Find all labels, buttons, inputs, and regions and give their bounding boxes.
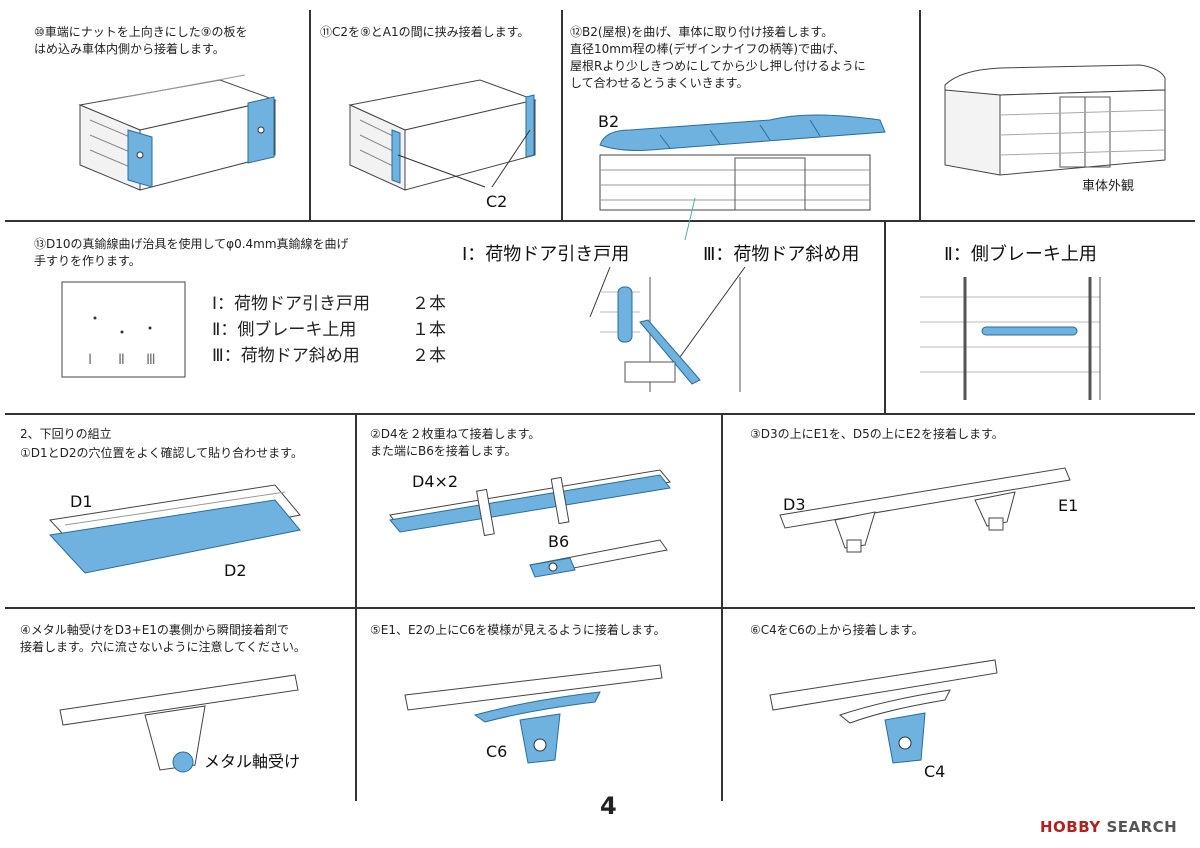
underframe-step-6-text: ⑥C4をC6の上から接着します。 [750,623,924,637]
part-qty: ２本 [412,346,446,366]
jig-mark-3: Ⅲ [146,352,156,368]
divider-row1 [5,220,1195,222]
divider-r1b [561,10,563,220]
handrail-door-illustration [589,266,746,392]
underframe-step-2-illustration [389,469,671,578]
label-b6: B6 [548,532,570,551]
divider-row2 [5,413,1195,415]
divider-r3b [721,415,723,607]
jig-mark-1: Ⅰ [88,352,93,368]
label-b2: B2 [598,112,620,131]
jig-mark-2: Ⅱ [118,352,125,368]
underframe-title: 2、下回りの組立 [20,427,112,441]
part-name: Ⅲ：荷物ドア斜め用 [212,346,360,366]
underframe-step-3-illustration [779,467,1071,553]
label-c2: C2 [486,192,508,211]
step-10-illustration [78,74,277,191]
label-d2: D2 [224,561,247,580]
part-name: Ⅱ：側ブレーキ上用 [212,320,357,340]
part-qty: １本 [412,320,446,340]
part-qty: ２本 [412,294,446,314]
label-metal-bearing: メタル軸受け [204,752,301,771]
watermark-brand: HOBBY [1040,818,1101,836]
car-exterior-illustration [944,64,1166,176]
watermark-suffix: SEARCH [1100,818,1178,836]
label-c6: C6 [486,742,508,761]
underframe-step-6-illustration [769,659,998,764]
underframe-step-5-text: ⑤E1、E2の上にC6を模様が見えるように接着します。 [370,623,666,637]
step-11-illustration [348,79,537,191]
handrail-parts-list: Ⅰ：荷物ドア引き戸用 ２本 Ⅱ：側ブレーキ上用 １本 Ⅲ：荷物ドア斜め用 ２本 [212,291,446,369]
bending-jig-illustration [61,281,186,378]
underframe-step-4-illustration [59,674,299,773]
label-handrail-brake: Ⅱ：側ブレーキ上用 [944,244,1097,265]
divider-r2a [884,222,886,413]
parts-row: Ⅱ：側ブレーキ上用 １本 [212,317,446,343]
label-d1: D1 [70,492,93,511]
label-handrail-door-diagonal: Ⅲ：荷物ドア斜め用 [703,244,860,265]
divider-r1a [309,10,311,220]
step-12-illustration [599,114,886,241]
parts-row: Ⅲ：荷物ドア斜め用 ２本 [212,343,446,369]
divider-r4a [355,609,357,801]
watermark: HOBBY SEARCH [1040,818,1177,836]
underframe-step-4-text: ④メタル軸受けをD3+E1の裏側から瞬間接着剤で 接着します。穴に流さないように… [20,623,306,654]
underframe-step-3-text: ③D3の上にE1を、D5の上にE2を接着します。 [750,427,1004,441]
divider-r1c [919,10,921,220]
underframe-step-5-illustration [404,664,663,764]
label-c4: C4 [924,762,946,781]
label-handrail-door-sliding: Ⅰ：荷物ドア引き戸用 [462,244,630,265]
label-d4x2: D4×2 [412,472,459,491]
step-11-text: ⑪C2を⑨とA1の間に挟み接着します。 [320,25,530,39]
step-12-text: ⑫B2(屋根)を曲げ、車体に取り付け接着します。 直径10mm程の棒(デザインナ… [570,25,866,90]
underframe-step-1-text: ①D1とD2の穴位置をよく確認して貼り合わせます。 [20,446,303,460]
label-d3: D3 [783,495,806,514]
handrail-brake-illustration [920,277,1101,400]
page-number: 4 [600,792,617,820]
step-13-text: ⑬D10の真鍮線曲げ治具を使用してφ0.4mm真鍮線を曲げ 手すりを作ります。 [34,237,349,268]
divider-r3a [355,415,357,607]
label-car-exterior: 車体外観 [1082,179,1135,194]
underframe-step-2-text: ②D4を２枚重ねて接着します。 また端にB6を接着します。 [370,427,541,458]
divider-r4b [721,609,723,801]
label-e1: E1 [1058,496,1079,515]
part-name: Ⅰ：荷物ドア引き戸用 [212,294,371,314]
underframe-step-1-illustration [48,484,301,574]
parts-row: Ⅰ：荷物ドア引き戸用 ２本 [212,291,446,317]
divider-row3 [5,607,1195,609]
step-10-text: ⑩車端にナットを上向きにした⑨の板を はめ込み車体内側から接着します。 [34,25,248,56]
